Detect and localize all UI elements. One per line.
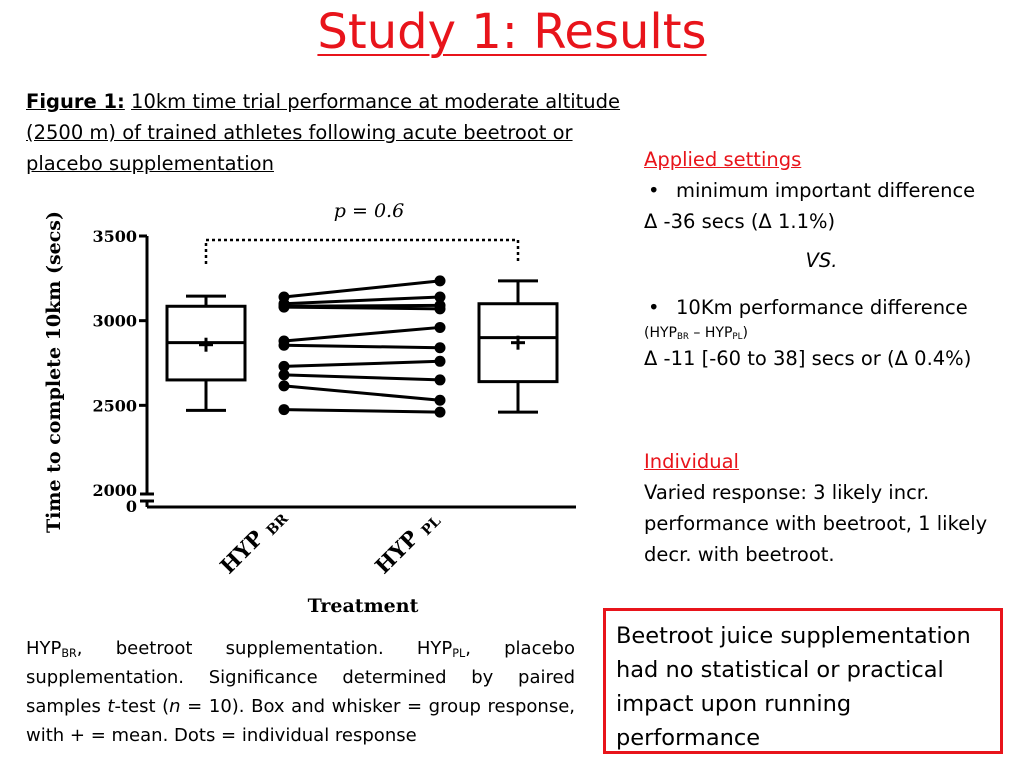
individual-point-br <box>278 404 290 416</box>
y-tick-label: 3500 <box>92 227 137 246</box>
individual-line-3: decr. with beetroot. <box>644 543 835 566</box>
individual-response-line <box>283 305 441 311</box>
y-axis-title: Time to complete 10km (secs) <box>43 211 65 533</box>
bullet-performance-diff: • 10Km performance difference <box>644 292 1019 323</box>
individual-point-br <box>278 380 290 392</box>
individual-point-pl <box>434 275 446 287</box>
figure-caption: Figure 1: 10km time trial performance at… <box>26 86 650 179</box>
x-category-label: HYP PL <box>370 505 445 580</box>
individual-line-1: Varied response: 3 likely incr. <box>644 481 930 504</box>
individual-response-line <box>283 279 441 299</box>
box-iqr <box>477 302 559 384</box>
box-whisker-group <box>165 279 559 414</box>
individual-response-lines <box>278 275 446 418</box>
individual-response-line <box>283 295 441 306</box>
conclusion-text: Beetroot juice supplementation had no st… <box>616 623 971 751</box>
bullet-mid-text: minimum important difference <box>676 179 976 202</box>
applied-settings-heading: Applied settings <box>644 148 802 171</box>
significance-bracket <box>204 238 520 264</box>
mid-value: Δ -36 secs (Δ 1.1%) <box>644 210 836 233</box>
individual-point-br <box>278 339 290 351</box>
conclusion-box: Beetroot juice supplementation had no st… <box>603 608 1003 754</box>
slide-title: Study 1: Results <box>317 4 707 60</box>
y-tick-label: 0 <box>126 497 137 516</box>
individual-line-2: performance with beetroot, 1 likely <box>644 512 988 535</box>
individual-point-pl <box>434 355 446 367</box>
difference-value: Δ -11 [-60 to 38] secs or (Δ 0.4%) <box>644 347 972 370</box>
individual-point-pl <box>434 394 446 406</box>
individual-response-line <box>283 325 441 343</box>
individual-point-pl <box>434 374 446 386</box>
chart-axes <box>139 234 576 509</box>
individual-response-line <box>283 343 441 350</box>
individual-response-line <box>283 359 441 368</box>
y-tick-label: 2500 <box>92 396 137 415</box>
versus-label: VS. <box>805 249 838 272</box>
applied-settings-panel: Applied settings • minimum important dif… <box>644 144 1019 374</box>
figure-caption-line-3: placebo supplementation <box>26 152 274 175</box>
bullet-performance-diff-text: 10Km performance difference <box>676 296 968 319</box>
individual-point-pl <box>434 321 446 333</box>
individual-point-pl <box>434 406 446 418</box>
bullet-mid: • minimum important difference <box>644 175 1019 206</box>
individual-heading: Individual <box>644 450 739 473</box>
x-axis-title: Treatment <box>308 595 419 617</box>
individual-response-line <box>283 384 441 402</box>
individual-point-br <box>278 301 290 313</box>
bullet-dot-icon: • <box>648 296 660 319</box>
difference-formula: (HYPBR – HYPPL) <box>644 325 748 343</box>
individual-response-line <box>283 373 441 382</box>
figure-label: Figure 1: <box>26 90 125 113</box>
bullet-dot-icon: • <box>648 179 660 202</box>
individual-point-pl <box>434 291 446 303</box>
individual-response-line <box>283 408 441 414</box>
figure-caption-line-1: 10km time trial performance at moderate … <box>131 90 621 113</box>
p-value-label: p = 0.6 <box>334 200 404 222</box>
y-tick-label: 3000 <box>92 312 137 331</box>
x-category-label: HYP BR <box>215 503 292 580</box>
individual-point-br <box>278 369 290 381</box>
figure-caption-line-2: (2500 m) of trained athletes following a… <box>26 121 573 144</box>
y-tick-label: 2000 <box>92 481 137 500</box>
figure-notes: HYPBR, beetroot supplementation. HYPPL, … <box>26 638 575 746</box>
individual-point-pl <box>434 342 446 354</box>
individual-panel: Individual Varied response: 3 likely inc… <box>644 446 1022 570</box>
individual-point-br <box>278 360 290 372</box>
individual-point-pl <box>434 303 446 315</box>
